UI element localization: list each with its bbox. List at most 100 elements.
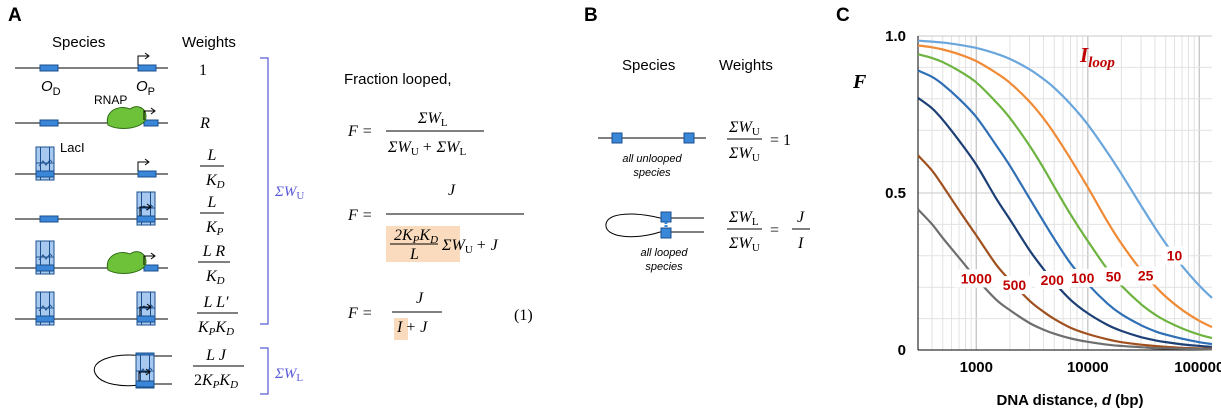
species-header: Species xyxy=(52,34,105,51)
series-label-50: 50 xyxy=(1106,268,1122,284)
rnap-blob xyxy=(106,251,147,274)
ratio-looped: ΣWL ΣWU = J I xyxy=(727,209,810,254)
weight-5: L R KD xyxy=(198,243,230,287)
series-label-bg xyxy=(1034,271,1070,290)
svg-text:2KPKD: 2KPKD xyxy=(394,227,438,246)
series-label-bg xyxy=(1161,246,1188,265)
equation-number: (1) xyxy=(514,307,533,324)
operator-od-label: OD xyxy=(41,78,61,98)
panel-a: A Species Weights OD OP 1 RNAP R xyxy=(8,5,533,395)
svg-text:KPKD: KPKD xyxy=(197,319,234,338)
svg-text:ΣWU: ΣWU xyxy=(728,145,760,164)
series-label-25: 25 xyxy=(1138,267,1154,283)
svg-text:J: J xyxy=(797,209,805,226)
weights-header: Weights xyxy=(182,34,236,51)
svg-text:KD: KD xyxy=(205,268,225,287)
series-label-200: 200 xyxy=(1041,272,1065,288)
equation-3-highlight xyxy=(394,318,408,340)
laci-label: LacI xyxy=(60,140,85,155)
svg-text:L: L xyxy=(207,194,217,211)
species-row-laci-both xyxy=(15,291,168,326)
rnap-label: RNAP xyxy=(94,93,127,107)
svg-text:F =: F = xyxy=(347,305,373,322)
svg-text:F =: F = xyxy=(347,207,373,224)
series-line-100 xyxy=(917,69,1213,346)
panel-a-label: A xyxy=(8,5,22,26)
weights-header-b: Weights xyxy=(719,57,773,74)
svg-text:ΣWL: ΣWL xyxy=(728,209,759,228)
panel-b-label: B xyxy=(584,5,598,26)
svg-text:J: J xyxy=(416,290,424,307)
legend-title: Iloop xyxy=(1079,43,1115,71)
svg-text:KD: KD xyxy=(205,172,225,191)
series-line-10 xyxy=(917,39,1213,299)
series-line-1000 xyxy=(917,208,1213,351)
svg-text:=: = xyxy=(770,222,779,239)
fraction-looped-title: Fraction looped, xyxy=(344,71,452,88)
series-line-25 xyxy=(917,44,1213,329)
weight-4: L KP xyxy=(200,194,224,238)
svg-text:J: J xyxy=(448,182,456,199)
species-row-laci-rnap xyxy=(15,240,168,275)
series-label-bg xyxy=(996,276,1032,295)
svg-text:I+ J: I+ J xyxy=(396,319,428,336)
y-tick-label: 1.0 xyxy=(885,28,906,45)
operator-op-label: OP xyxy=(136,78,155,98)
chart-gridlines xyxy=(917,35,1212,350)
svg-text:L L′: L L′ xyxy=(202,294,229,311)
species-row-laci-od: LacI xyxy=(15,140,168,181)
dna-loop xyxy=(93,354,146,387)
species-row-laci-op xyxy=(15,191,168,226)
y-tick-label: 0 xyxy=(898,342,906,359)
rnap-blob xyxy=(106,106,147,129)
equation-3: F = J I+ J (1) xyxy=(347,290,533,340)
weight-6: L L′ KPKD xyxy=(197,294,238,338)
svg-text:F =: F = xyxy=(347,123,373,140)
svg-text:KP: KP xyxy=(205,219,224,238)
series-label-1000: 1000 xyxy=(961,270,992,286)
svg-text:I: I xyxy=(797,235,804,252)
series-line-200 xyxy=(917,96,1213,348)
chart-series xyxy=(917,39,1213,351)
species-row-empty: OD OP xyxy=(15,52,168,98)
svg-text:ΣWL: ΣWL xyxy=(274,366,303,384)
svg-text:ΣWU: ΣWU xyxy=(728,235,760,254)
ratio-unlooped: ΣWU ΣWU = 1 xyxy=(727,119,791,164)
equation-1: F = ΣWL ΣWU+ ΣWL xyxy=(347,110,484,158)
svg-text:ΣWU: ΣWU xyxy=(728,119,760,138)
operator-op-box xyxy=(137,64,157,72)
svg-text:L J: L J xyxy=(205,347,227,364)
svg-text:L: L xyxy=(207,147,217,164)
species-header-b: Species xyxy=(622,57,675,74)
svg-text:L: L xyxy=(409,246,419,263)
svg-text:ΣWU+ ΣWL: ΣWU+ ΣWL xyxy=(387,139,466,158)
x-tick-label: 1000 xyxy=(960,359,993,376)
series-label-100: 100 xyxy=(1071,270,1095,286)
weight-7: L J 2KPKD xyxy=(193,347,244,391)
svg-text:L R: L R xyxy=(202,243,226,260)
y-axis-label: F xyxy=(852,71,867,93)
svg-text:= 1: = 1 xyxy=(770,132,791,149)
operator-od-box xyxy=(39,64,59,72)
svg-text:ΣWL: ΣWL xyxy=(417,110,448,129)
weight-2: R xyxy=(199,115,210,132)
equation-2: F = J 2KPKD L ΣWU+ J xyxy=(347,182,524,263)
species-row-looped xyxy=(93,352,172,389)
sum-unlooped-bracket: ΣWU xyxy=(260,57,304,325)
series-label-bg xyxy=(954,269,999,288)
weight-3: L KD xyxy=(200,147,225,191)
svg-text:2KPKD: 2KPKD xyxy=(194,372,238,391)
series-label-10: 10 xyxy=(1167,248,1183,264)
svg-text:ΣWU+ J: ΣWU+ J xyxy=(441,237,499,256)
series-label-500: 500 xyxy=(1003,277,1027,293)
weight-1: 1 xyxy=(199,62,207,79)
chart-series-labels: 10 25 50 100 200 500 1000 xyxy=(954,246,1188,295)
series-label-bg xyxy=(1132,266,1159,285)
series-line-50 xyxy=(917,53,1213,340)
